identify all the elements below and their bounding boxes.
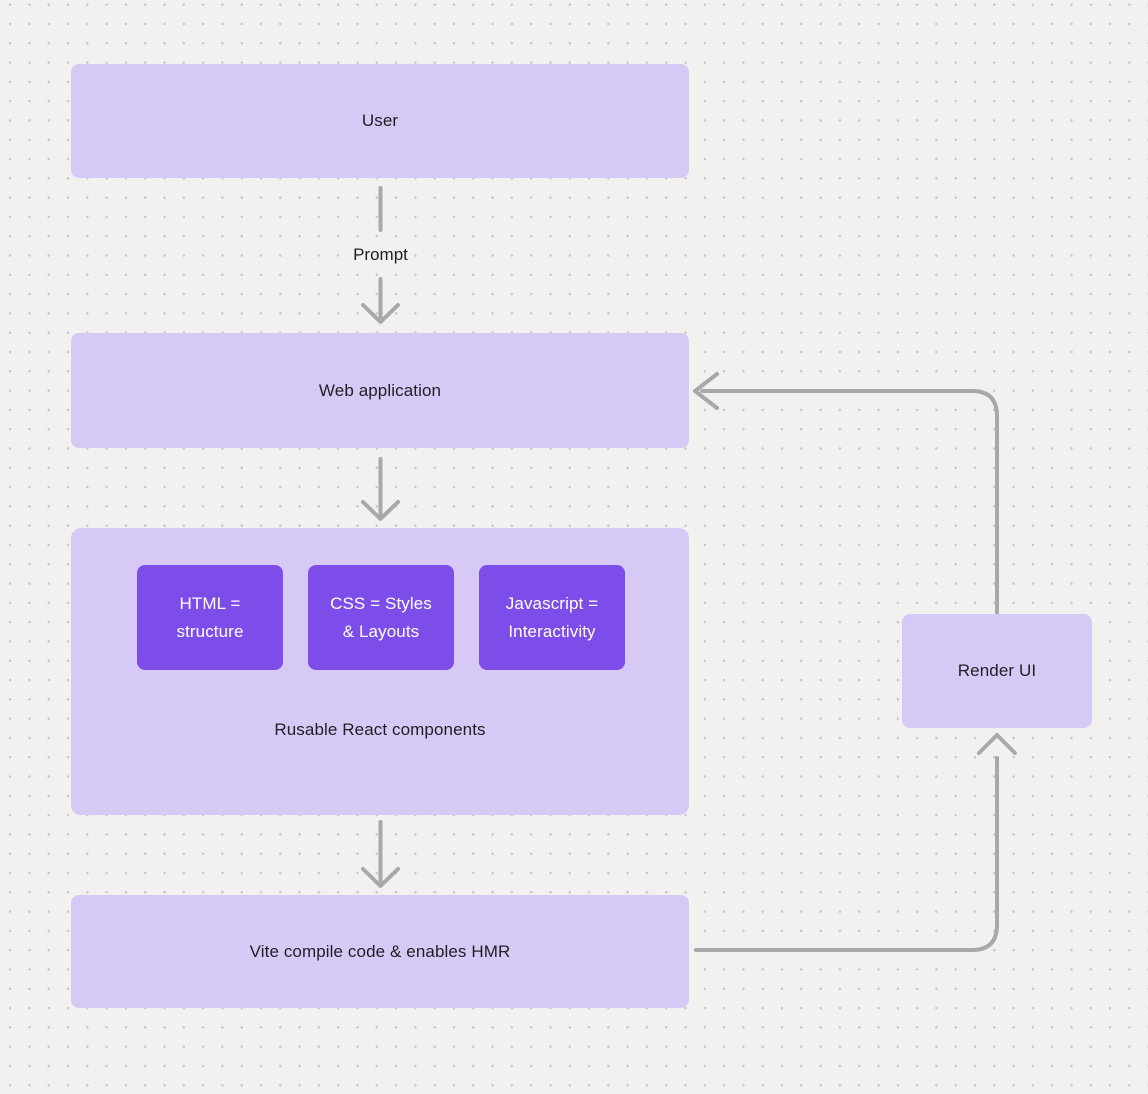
node-javascript-label-line1: Javascript = (505, 593, 599, 613)
components-caption: Rusable React components (274, 720, 486, 739)
edge-label-prompt: Prompt (353, 245, 408, 264)
edge-render-web (700, 389, 999, 616)
node-html-label-line1: HTML = (179, 593, 241, 613)
components-row: HTML = structure CSS = Styles & Layouts … (137, 565, 625, 670)
node-components-container[interactable]: HTML = structure CSS = Styles & Layouts … (71, 528, 689, 815)
arrowhead-down-icon (361, 303, 400, 324)
node-user-label: User (361, 111, 399, 130)
arrowhead-down-icon (361, 500, 400, 521)
node-web-application-label: Web application (318, 380, 442, 400)
arrowhead-down-icon (361, 867, 400, 888)
node-css-label-line1: CSS = Styles (330, 593, 432, 613)
node-css-label-line2: & Layouts (342, 621, 420, 641)
arrowhead-left-icon (693, 372, 719, 410)
node-render-ui-label: Render UI (957, 661, 1037, 680)
node-css[interactable]: CSS = Styles & Layouts (308, 565, 454, 670)
node-javascript[interactable]: Javascript = Interactivity (479, 565, 625, 670)
node-user[interactable]: User (71, 64, 689, 178)
node-vite[interactable]: Vite compile code & enables HMR (71, 895, 689, 1008)
node-render-ui[interactable]: Render UI (902, 614, 1092, 728)
node-html-label-line2: structure (176, 621, 244, 641)
node-html[interactable]: HTML = structure (137, 565, 283, 670)
node-web-application[interactable]: Web application (71, 333, 689, 448)
node-javascript-label-line2: Interactivity (508, 621, 596, 641)
edge-vite-render (694, 756, 999, 952)
arrowhead-up-icon (977, 733, 1017, 755)
node-vite-label: Vite compile code & enables HMR (249, 941, 511, 961)
